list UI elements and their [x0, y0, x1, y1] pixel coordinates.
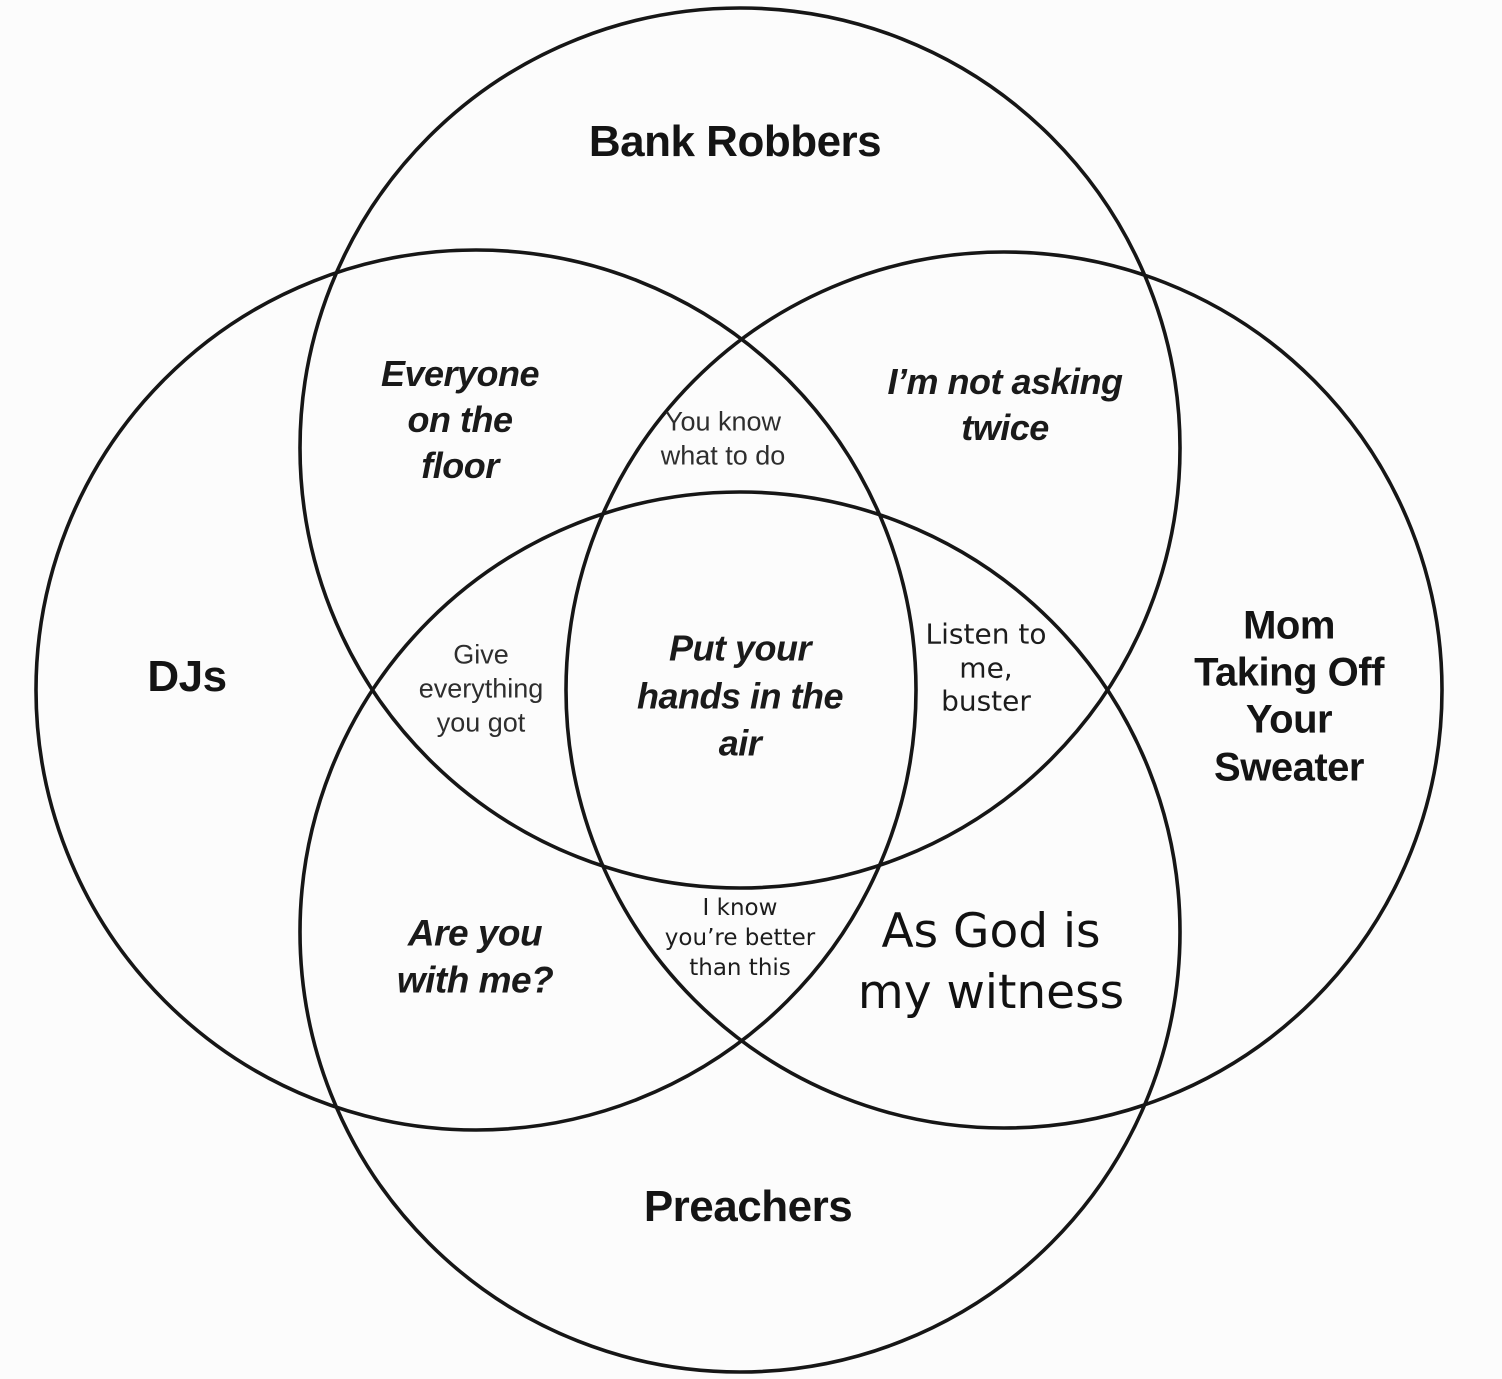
label-overlap-djs-mom-preachers: I know you’re better than this — [664, 895, 816, 981]
label-overlap-bank-mom-preachers: Listen to me, buster — [925, 617, 1047, 718]
label-overlap-djs-bank: Everyone on the floor — [380, 352, 540, 487]
bank-robbers-circle — [298, 6, 1182, 890]
label-overlap-djs-preachers: Are you with me? — [396, 912, 554, 1001]
label-set-mom: Mom Taking Off Your Sweater — [1194, 603, 1384, 790]
preachers-circle — [298, 490, 1182, 1374]
label-overlap-djs-bank-mom: You know what to do — [660, 406, 786, 470]
label-set-preachers: Preachers — [643, 1181, 853, 1231]
mom-circle — [564, 250, 1444, 1130]
label-set-bank-robbers: Bank Robbers — [588, 116, 882, 166]
label-overlap-bank-mom: I’m not asking twice — [887, 360, 1123, 448]
label-overlap-mom-preachers: As God is my witness — [857, 903, 1125, 1020]
label-overlap-djs-bank-preachers: Give everything you got — [418, 639, 544, 737]
djs-circle — [34, 248, 918, 1132]
label-overlap-all-four: Put your hands in the air — [636, 627, 844, 764]
label-set-djs: DJs — [147, 651, 227, 701]
